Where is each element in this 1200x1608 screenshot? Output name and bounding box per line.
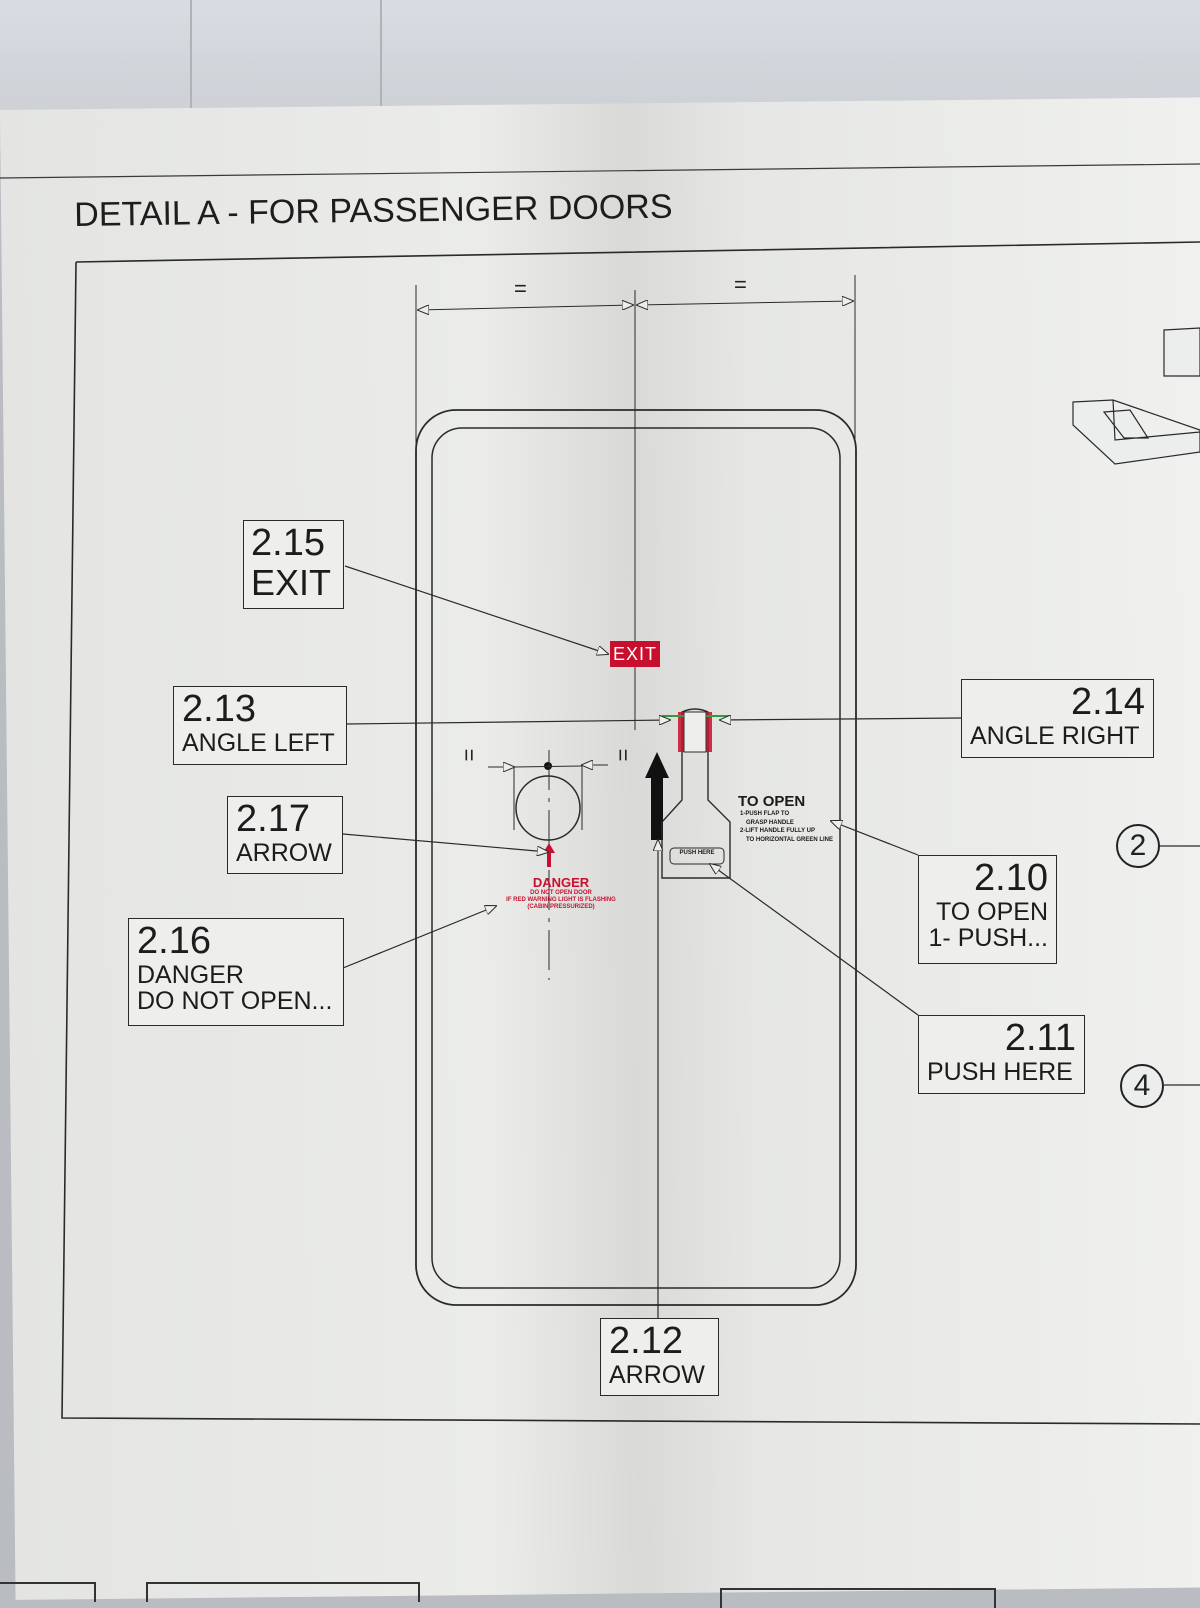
callout-number: 2.14 — [1071, 681, 1145, 723]
black-arrow-stem — [651, 776, 663, 840]
dimension-equal-mark: = — [734, 272, 747, 297]
callout-number: 2.12 — [609, 1320, 683, 1362]
to-open-line: 1-PUSH FLAP TO — [740, 811, 790, 817]
leader-push-here — [710, 864, 919, 1016]
callout-label: EXIT — [251, 561, 332, 603]
callout-label: DO NOT OPEN... — [137, 987, 333, 1016]
circled-reference: 2 — [1116, 824, 1160, 868]
dimension-line — [637, 301, 853, 305]
callout-label: ANGLE RIGHT — [970, 721, 1140, 750]
to-open-heading: TO OPEN — [738, 793, 806, 810]
leader-exit — [344, 565, 608, 654]
callout-label: ARROW — [236, 838, 332, 867]
callout-number: 2.10 — [974, 857, 1048, 899]
callout-to-open: 2.10 TO OPEN 1- PUSH... — [918, 855, 1057, 964]
callout-push-here: 2.11 PUSH HERE — [918, 1015, 1085, 1094]
black-arrow-head — [645, 752, 669, 778]
side-label-box — [1163, 327, 1200, 377]
push-here-placard: PUSH HERE — [679, 850, 715, 856]
callout-danger: 2.16 DANGER DO NOT OPEN... — [128, 918, 344, 1026]
sheet-crease — [380, 0, 382, 140]
bottom-cutoff-box — [720, 1588, 996, 1608]
danger-line: IF RED WARNING LIGHT IS FLASHING — [506, 897, 616, 904]
danger-line: (CABIN PRESSURIZED) — [527, 904, 595, 911]
door-handle-outline — [661, 708, 731, 879]
leader-arrow-left — [342, 833, 548, 852]
bottom-cutoff-box — [0, 1582, 96, 1602]
sheet-crease — [190, 0, 192, 140]
leader-angle-right — [720, 718, 962, 720]
danger-line: DO NOT OPEN DOOR — [530, 890, 592, 896]
to-open-line: 2-LIFT HANDLE FULLY UP — [740, 828, 816, 835]
callout-number: 2.11 — [1004, 1017, 1076, 1059]
sheet-top-border — [0, 163, 1200, 179]
door-inner-outline — [431, 427, 841, 1289]
circled-reference: 4 — [1120, 1064, 1164, 1108]
bottom-cutoff-box — [146, 1582, 420, 1602]
dimension-line — [418, 305, 633, 310]
callout-angle-right: 2.14 ANGLE RIGHT — [961, 679, 1154, 758]
dimension-equal-mark: = — [456, 748, 482, 762]
exit-placard: EXIT — [610, 641, 660, 667]
callout-label: PUSH HERE — [927, 1057, 1073, 1086]
to-open-placard: TO OPEN 1-PUSH FLAP TO GRASP HANDLE 2-LI… — [738, 793, 833, 845]
callout-angle-left: 2.13 ANGLE LEFT — [173, 686, 347, 765]
callout-arrow-left: 2.17 ARROW — [227, 796, 343, 874]
callout-exit: 2.15 EXIT — [243, 520, 344, 609]
to-open-line: TO HORIZONTAL GREEN LINE — [746, 837, 834, 844]
callout-label: ANGLE LEFT — [182, 728, 335, 757]
leader-angle-left — [346, 720, 670, 724]
handle-grip — [683, 711, 707, 753]
callout-number: 2.16 — [137, 920, 211, 962]
callout-number: 2.13 — [182, 688, 256, 730]
dimension-equal-mark: = — [610, 748, 636, 762]
callout-label: 1- PUSH... — [928, 924, 1048, 953]
leader-to-open — [831, 821, 919, 856]
detail-frame — [61, 241, 1200, 1425]
callout-number: 2.15 — [251, 522, 325, 564]
callout-arrow-bottom: 2.12 ARROW — [600, 1318, 719, 1396]
callout-number: 2.17 — [236, 798, 310, 840]
callout-label: TO OPEN — [935, 897, 1048, 926]
danger-placard: DANGER DO NOT OPEN DOOR IF RED WARNING L… — [486, 875, 636, 912]
dimension-line — [513, 765, 583, 768]
dimension-equal-mark: = — [514, 276, 527, 301]
door-outer-outline — [415, 409, 857, 1306]
side-part-sketch — [1072, 399, 1200, 465]
callout-label: DANGER — [137, 960, 244, 989]
danger-heading: DANGER — [532, 875, 590, 890]
push-here-plate — [669, 847, 725, 865]
viewport-circle — [515, 775, 581, 841]
callout-label: ARROW — [609, 1360, 705, 1389]
to-open-line: GRASP HANDLE — [746, 819, 794, 826]
leader-danger — [342, 906, 496, 969]
